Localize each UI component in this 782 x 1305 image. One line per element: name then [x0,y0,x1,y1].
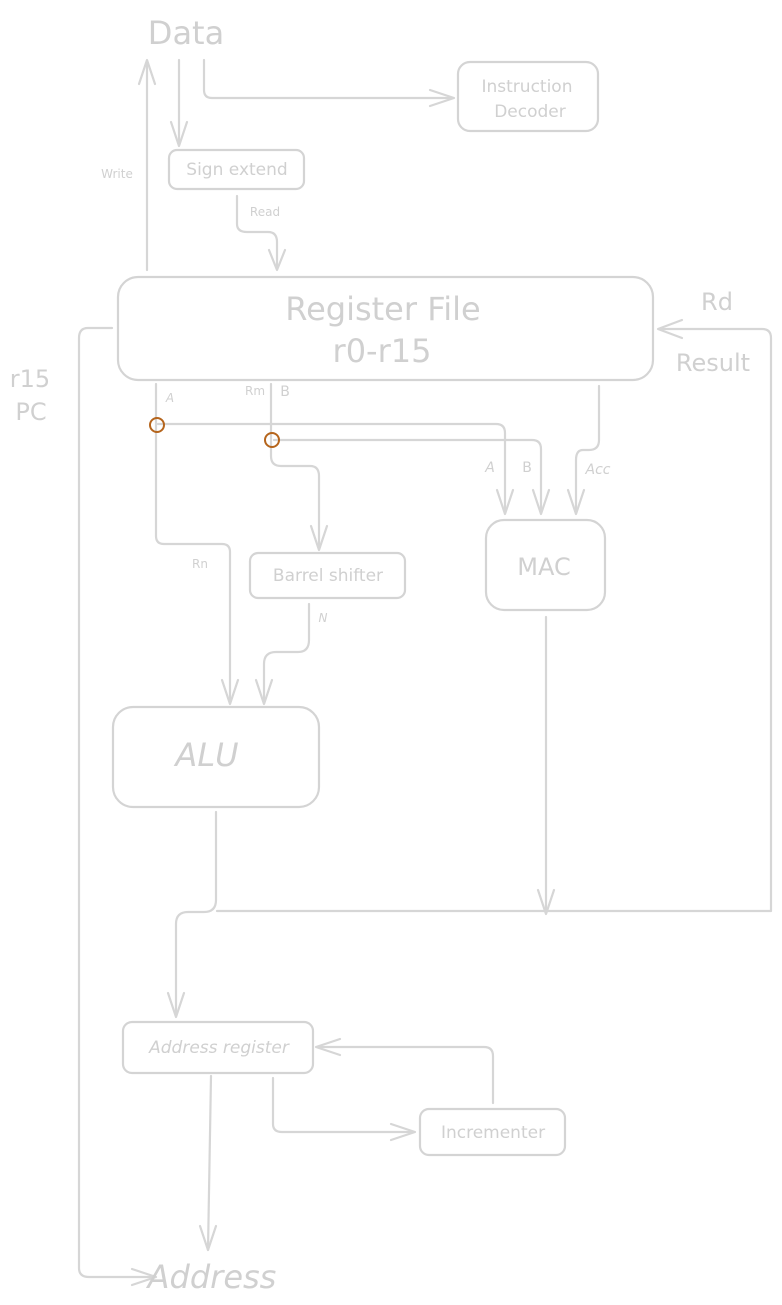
bus-b-junction [264,432,280,448]
data-to-sign-extend-arrowhead [169,120,189,148]
rm-label: Rm [245,384,265,398]
rd-label: Rd [701,288,733,316]
instruction-decoder-label-line2: Decoder [494,102,566,122]
r15-label: r15 [10,365,50,393]
register-file-label: Register File [285,290,480,328]
alu-output-line [174,810,218,1017]
incrementer-label: Incrementer [441,1123,545,1143]
mac-a-arrowhead [495,488,515,516]
instruction-decoder-label-line1: Instruction [482,77,573,97]
barrel-shifter-label: Barrel shifter [273,566,383,586]
address-register-output-arrowhead [198,1224,218,1252]
pc-label: PC [15,398,46,426]
result-label: Result [676,349,750,377]
acc-arrowhead [566,488,586,516]
rn-arrowhead [220,678,240,706]
data-terminal-label: Data [148,14,224,52]
incrementer-block[interactable] [418,1107,567,1157]
alu-label: ALU [173,736,238,774]
shifter-to-alu-line [262,602,311,704]
data-to-decoder-arrowhead [428,88,456,108]
mac-b-arrowhead [531,488,551,516]
instruction-decoder-block[interactable] [456,60,600,133]
write-label: Write [101,167,133,181]
register-file-block[interactable] [116,275,655,382]
n-arrowhead [254,678,274,706]
bus-b-label: B [280,384,290,400]
incrementer-feedback-line [316,1045,495,1105]
bus-a-to-mac-line [156,422,507,514]
mac-label: MAC [517,553,570,581]
bus-a-line [154,382,232,704]
read-label: Read [250,205,280,219]
bus-a-label: A [165,391,174,405]
alu-to-address-register-arrowhead [166,991,186,1019]
address-register-to-incrementer-line [271,1076,415,1134]
bus-a-junction [149,417,165,433]
incrementer-input-arrowhead [389,1122,417,1142]
bus-b-to-mac-line [272,438,543,514]
alu-block[interactable] [111,705,321,809]
bus-b-line [269,382,321,550]
read-arrow [235,194,279,270]
mac-block[interactable] [484,518,607,612]
barrel-shifter-block[interactable] [248,551,407,600]
write-arrowhead [137,58,157,86]
n-label: N [319,611,328,625]
address-terminal-label: Address [146,1258,277,1296]
address-register-output-line [206,1074,213,1252]
acc-label: Acc [585,462,611,478]
data-to-decoder-arrow [202,58,454,100]
bus-b-to-shifter-arrowhead [309,524,329,552]
address-register-label: Address register [148,1038,290,1058]
result-arrowhead [656,318,684,340]
register-file-range-label: r0-r15 [333,332,432,370]
pc-to-address-arrow [77,326,156,1279]
mac-b-label: B [522,460,532,476]
sign-extend-block[interactable] [167,148,306,191]
sign-extend-label: Sign extend [186,160,287,180]
read-arrowhead [267,248,287,272]
rn-label: Rn [192,557,208,571]
acc-line [574,384,601,514]
pc-to-address-arrowhead [130,1267,158,1287]
address-register-block[interactable] [121,1020,315,1075]
mac-output-arrowhead [536,888,556,916]
result-bus-line [215,327,773,913]
mac-a-label: A [484,460,495,476]
incrementer-feedback-arrowhead [314,1037,342,1057]
